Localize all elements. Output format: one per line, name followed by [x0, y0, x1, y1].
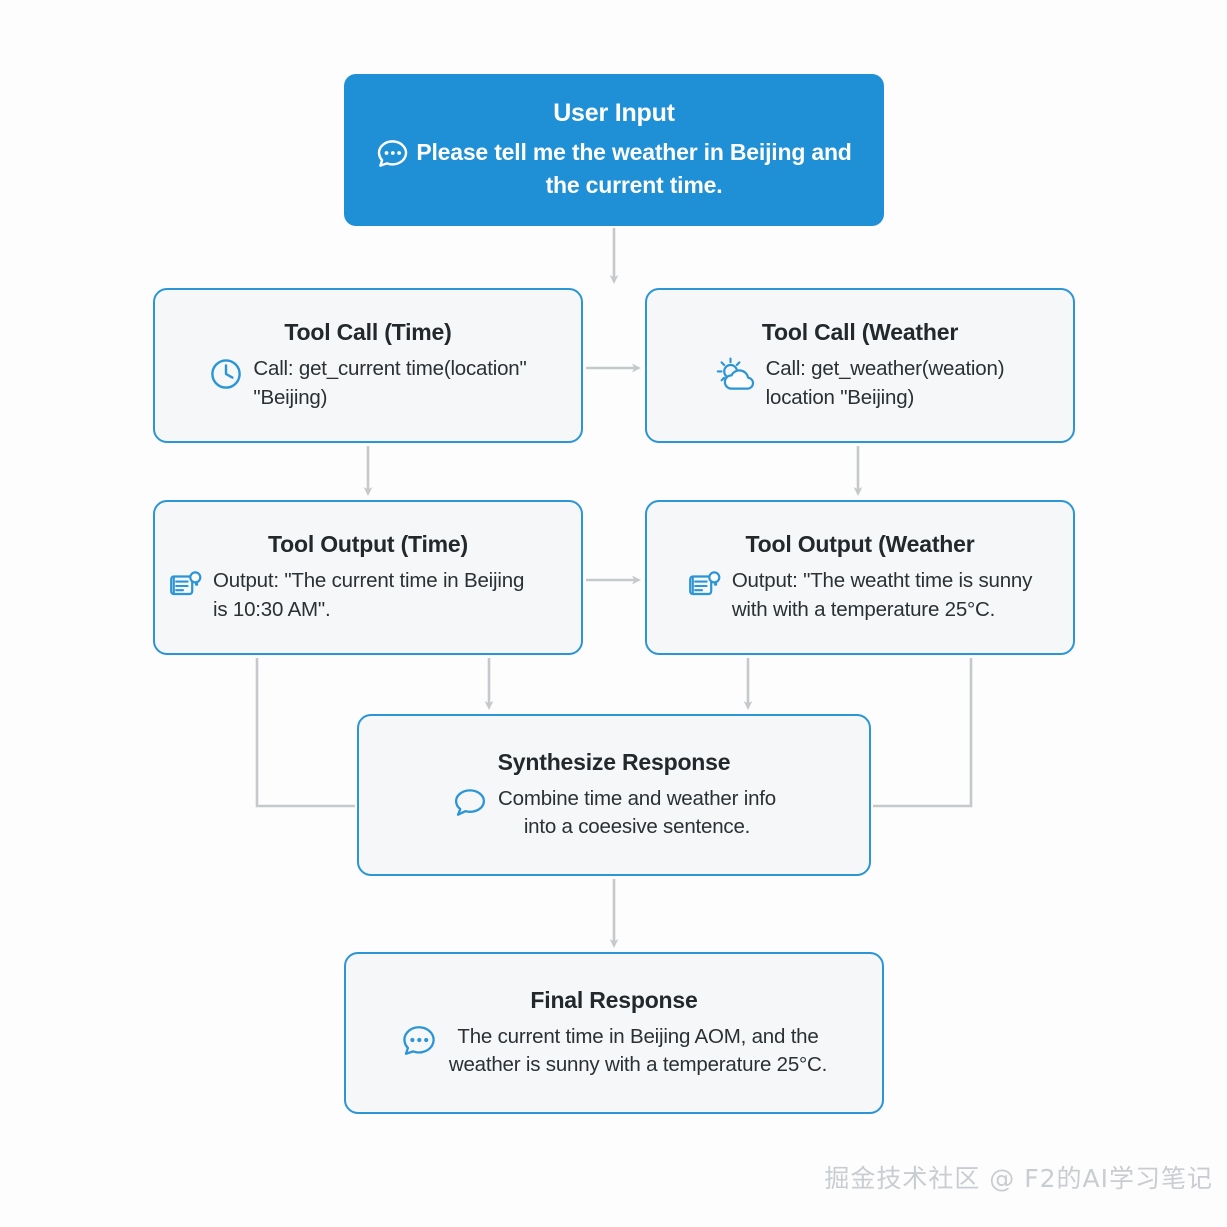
node-title: Tool Output (Weather: [745, 531, 975, 558]
node-title: User Input: [553, 98, 675, 127]
node-tool-output-weather[interactable]: Tool Output (Weather Output: "The weatht…: [645, 500, 1075, 655]
document-output-icon: [169, 569, 203, 601]
speech-bubble-icon: [452, 787, 488, 819]
node-body: Call: get_current time(location" "Beijin…: [169, 355, 567, 412]
node-body: Output: "The current time in Beijing is …: [169, 567, 567, 624]
node-body: Call: get_weather(weation) location "Bei…: [661, 355, 1059, 412]
node-text-line1: Call: get_current time(location": [253, 357, 527, 381]
node-user-input[interactable]: User Input Please tell me the weather in…: [344, 74, 884, 226]
node-text-line1: Call: get_weather(weation): [765, 357, 1005, 381]
node-text-line1: Please tell me the weather in Beijing an…: [416, 138, 852, 165]
node-synthesize-response[interactable]: Synthesize Response Combine time and wea…: [357, 714, 871, 876]
node-body: Please tell me the weather in Beijing an…: [358, 136, 870, 201]
node-body: Combine time and weather info into a coe…: [373, 785, 855, 842]
node-text-line1: Combine time and weather info: [498, 786, 776, 810]
node-tool-call-time[interactable]: Tool Call (Time) Call: get_current time(…: [153, 288, 583, 443]
node-text: Combine time and weather info into a coe…: [498, 785, 776, 842]
node-text-line1: Output: "The weatht time is sunny: [731, 569, 1033, 593]
node-text: Call: get_current time(location" "Beijin…: [253, 355, 526, 412]
node-text: Output: "The weatht time is sunny with w…: [731, 567, 1033, 624]
node-text-line2: the current time.: [545, 171, 723, 198]
node-final-response[interactable]: Final Response The current time in Beiji…: [344, 952, 884, 1114]
node-text-line2: into a coeesive sentence.: [523, 815, 751, 838]
wire-left-bracket: [255, 658, 355, 808]
chat-bubble-dots-icon: [376, 140, 410, 170]
node-tool-call-weather[interactable]: Tool Call (Weather Call: get_weather(we: [645, 288, 1075, 443]
node-text-line2: "Beijing): [253, 385, 328, 409]
watermark: 掘金技术社区 @ F2的AI学习笔记: [824, 1164, 1213, 1193]
node-text: Output: "The current time in Beijing is …: [213, 567, 567, 624]
node-text: The current time in Beijing AOM, and the…: [448, 1023, 828, 1080]
node-text-line2: location "Beijing): [765, 385, 915, 409]
node-text-line1: The current time in Beijing AOM, and the: [457, 1024, 819, 1048]
node-tool-output-time[interactable]: Tool Output (Time) Output: "The current …: [153, 500, 583, 655]
node-body: The current time in Beijing AOM, and the…: [360, 1023, 868, 1080]
node-text-line2: with with a temperature 25°C.: [731, 597, 996, 621]
sun-cloud-icon: [716, 357, 756, 393]
wire-right-bracket: [873, 658, 973, 808]
node-body: Output: "The weatht time is sunny with w…: [661, 567, 1059, 624]
node-text: Please tell me the weather in Beijing an…: [416, 136, 852, 201]
node-title: Tool Call (Weather: [761, 319, 959, 346]
node-title: Synthesize Response: [497, 748, 731, 775]
node-text-line2: is 10:30 AM".: [213, 597, 331, 621]
document-output-icon: [688, 569, 722, 601]
clock-icon: [209, 357, 243, 391]
node-title: Tool Call (Time): [284, 319, 452, 346]
node-title: Final Response: [530, 986, 698, 1013]
node-text: Call: get_weather(weation) location "Bei…: [766, 355, 1005, 412]
node-text-line2: weather is sunny with a temperature 25°C…: [448, 1053, 828, 1076]
node-text-line1: Output: "The current time in Beijing: [213, 569, 525, 593]
node-title: Tool Output (Time): [268, 531, 468, 558]
chat-bubble-dots-icon: [401, 1025, 439, 1059]
